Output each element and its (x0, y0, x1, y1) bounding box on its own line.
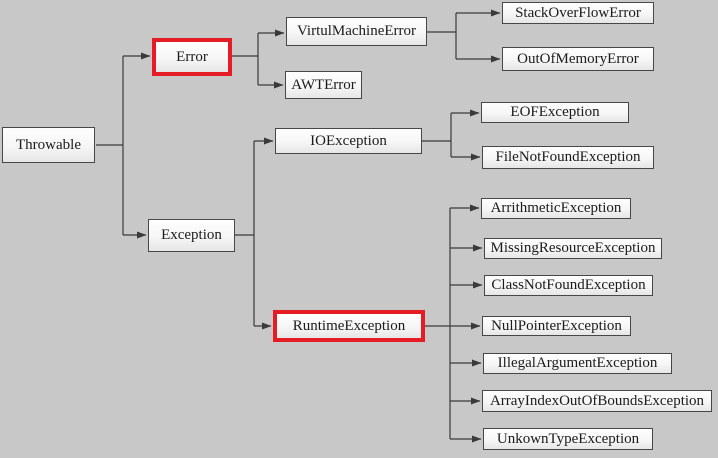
node-virtul-machine-error: VirtulMachineError (286, 17, 427, 46)
connector-exception-trunk (235, 141, 255, 326)
node-error-highlighted: Error (152, 38, 232, 76)
node-stack-overflow-error: StackOverFlowError (502, 2, 654, 24)
node-file-not-found-exception: FileNotFoundException (482, 146, 654, 169)
node-array-index-out-of-bounds-exception: ArrayIndexOutOfBoundsException (482, 390, 712, 412)
node-exception: Exception (148, 219, 235, 252)
node-awt-error: AWTError (285, 71, 362, 99)
connector-rte-trunk (425, 208, 451, 439)
connector-error-trunk (232, 33, 259, 85)
connector-throwable-trunk (96, 56, 124, 235)
node-out-of-memory-error: OutOfMemoryError (502, 47, 654, 71)
node-arrithmetic-exception: ArrithmeticException (481, 198, 631, 219)
connector-ioe-trunk (422, 113, 452, 157)
node-io-exception: IOException (275, 128, 422, 154)
node-missing-resource-exception: MissingResourceException (484, 238, 662, 259)
node-illegal-argument-exception: IllegalArgumentException (483, 353, 672, 374)
node-unkown-type-exception: UnkownTypeException (483, 428, 653, 450)
node-runtime-exception-highlighted: RuntimeException (273, 310, 425, 342)
node-eof-exception: EOFException (481, 102, 629, 123)
connector-vme-trunk (427, 13, 457, 59)
node-class-not-found-exception: ClassNotFoundException (484, 275, 653, 296)
node-null-pointer-exception: NullPointerException (482, 316, 631, 336)
node-throwable: Throwable (2, 127, 95, 163)
